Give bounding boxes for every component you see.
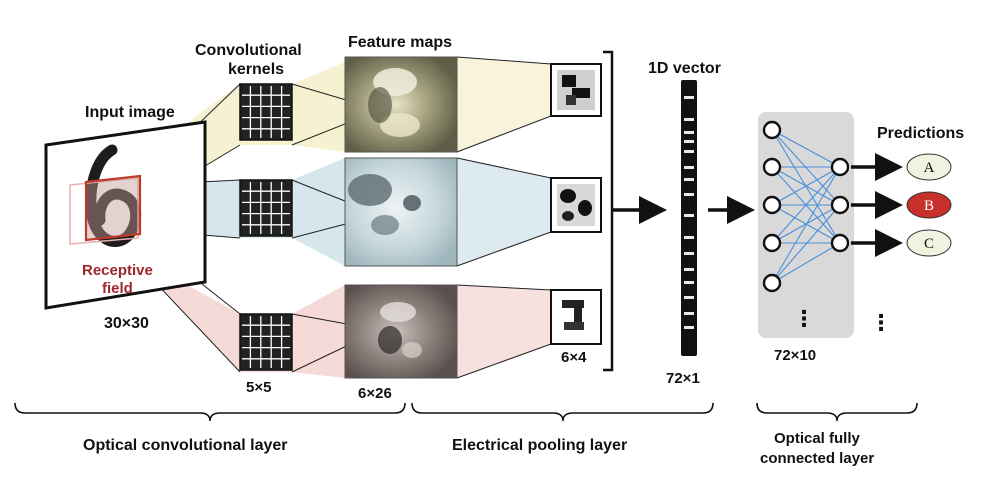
feature-maps-label: Feature maps (348, 34, 452, 51)
section-label-pool: Electrical pooling layer (452, 437, 627, 454)
fc-connection (771, 166, 841, 206)
fc-output-node (830, 195, 850, 215)
pooled-map-1 (550, 63, 602, 117)
fc-connection (771, 166, 841, 244)
input-image: Input image Receptive field 30×30 (44, 104, 207, 332)
prediction-label: C (924, 236, 934, 252)
convolutional-kernels (239, 83, 293, 371)
brace-pool (411, 402, 714, 422)
field-label: field (102, 280, 133, 297)
section-label-fc-line1: Optical fully (774, 430, 861, 447)
beam-blue-pool (457, 158, 551, 266)
fc-output-node (830, 157, 850, 177)
kernel-3 (239, 313, 293, 371)
predictions: Predictions A B C ⋮ (851, 125, 964, 335)
beam-yellow-pool (457, 57, 551, 152)
pooled-map-2 (550, 177, 602, 233)
brace-conv (14, 402, 406, 422)
receptive-field-box (84, 174, 142, 242)
fc-size-label: 72×10 (774, 347, 816, 364)
fc-input-node (762, 233, 782, 253)
brace-fc (756, 402, 918, 422)
fc-input-node (762, 195, 782, 215)
kernel-size-label: 5×5 (246, 379, 271, 396)
fc-connection (771, 204, 841, 284)
beam-pink-pool (457, 285, 551, 378)
fc-nodes (762, 120, 850, 293)
predictions-label: Predictions (877, 125, 964, 142)
receptive-label: Receptive (82, 262, 153, 279)
prediction-b: B (851, 191, 952, 219)
prediction-label: B (924, 198, 934, 214)
fc-input-node (762, 157, 782, 177)
input-size-label: 30×30 (104, 315, 149, 332)
input-image-label: Input image (85, 104, 175, 121)
prediction-c: C (851, 229, 952, 257)
fc-connection (771, 242, 841, 284)
kernels-label-line1: Convolutional (195, 42, 302, 59)
feature-map-1 (344, 56, 458, 153)
pooled-maps: 6×4 (550, 63, 602, 366)
prediction-bubble (906, 153, 952, 181)
fc-ellipsis: ⋮ (793, 306, 815, 331)
feature-map-2 (344, 157, 458, 267)
fc-connection (771, 129, 841, 168)
fc-output-node (830, 233, 850, 253)
section-label-fc-line2: connected layer (760, 450, 874, 467)
pooled-size-label: 6×4 (561, 349, 587, 366)
feature-maps: Feature maps 6×26 (344, 34, 458, 402)
prediction-label: A (924, 160, 935, 176)
prediction-bubble (906, 191, 952, 219)
predictions-ellipsis: ⋮ (870, 310, 892, 335)
pooled-map-3 (550, 289, 602, 345)
kernels-label-line2: kernels (228, 61, 284, 78)
prediction-bubble (906, 229, 952, 257)
vector-size-label: 72×1 (666, 370, 700, 387)
prediction-a: A (851, 153, 952, 181)
pooled-bracket (603, 50, 614, 372)
fc-input-node (762, 120, 782, 140)
feature-size-label: 6×26 (358, 385, 392, 402)
fc-wires (771, 129, 841, 284)
fc-input-node (762, 273, 782, 293)
kernel-2 (239, 179, 293, 237)
feature-map-3 (344, 284, 458, 379)
vector-1d: 1D vector 72×1 (648, 60, 721, 387)
fc-connection (771, 166, 841, 284)
vector-title-label: 1D vector (648, 60, 721, 77)
section-braces: Optical convolutional layer Electrical p… (14, 402, 918, 467)
kernel-1 (239, 83, 293, 141)
fully-connected-block: ⋮ 72×10 (758, 112, 854, 364)
section-label-conv: Optical convolutional layer (83, 437, 288, 454)
